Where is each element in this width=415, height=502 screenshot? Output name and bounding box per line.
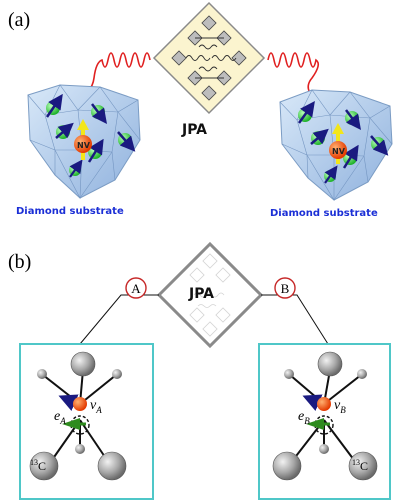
nv-box-a: νA eA 13C xyxy=(19,343,154,500)
panel-a-label: (a) xyxy=(8,9,30,31)
jpa-chip-a xyxy=(152,1,266,115)
nv-label-right: NV xyxy=(332,147,346,156)
right-substrate-label: Diamond substrate xyxy=(270,208,378,219)
node-b: B xyxy=(274,277,296,299)
nv-box-b: νB eB 13C xyxy=(258,343,391,500)
left-substrate-label: Diamond substrate xyxy=(16,206,124,217)
node-a: A xyxy=(125,277,147,299)
wave-right xyxy=(267,52,353,121)
jpa-label-b: JPA xyxy=(188,286,214,302)
jpa-chip-b xyxy=(156,241,264,349)
nu-a-label: νA xyxy=(90,398,102,415)
wave-left xyxy=(39,52,151,109)
c13-b-label: 13C xyxy=(352,458,368,473)
nv-label-left: NV xyxy=(77,141,91,150)
spin-ensemble-left xyxy=(45,93,136,178)
panel-b-label: (b) xyxy=(8,251,31,273)
c13-a-label: 13C xyxy=(30,458,46,473)
nv-center-right: NV xyxy=(329,123,347,164)
e-b-label: eB xyxy=(298,409,310,426)
link-line-a xyxy=(79,294,159,345)
link-line-b xyxy=(261,294,329,345)
node-b-label: B xyxy=(281,281,290,296)
spin-ensemble-right xyxy=(297,100,389,184)
nu-b-label: νB xyxy=(334,398,346,415)
e-a-label: eA xyxy=(54,409,66,426)
nv-center-left: NV xyxy=(74,119,92,160)
jpa-label-a: JPA xyxy=(181,122,207,138)
node-a-label: A xyxy=(131,281,141,296)
